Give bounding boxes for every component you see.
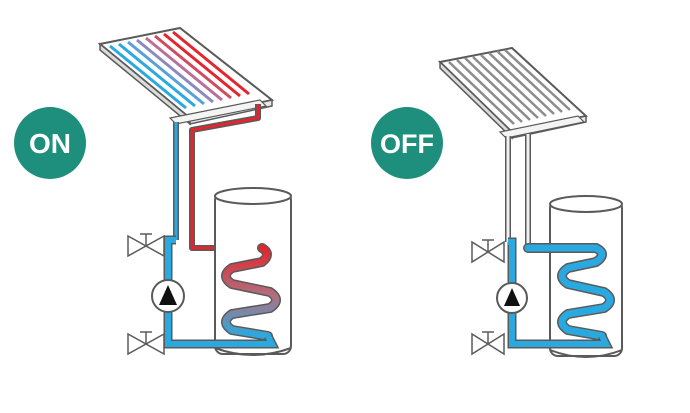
pump-icon: [496, 282, 528, 314]
circulation-loop: [163, 235, 280, 349]
valve-icon: [471, 239, 505, 264]
on-panel: ON: [14, 26, 292, 356]
valve-icon: [127, 331, 165, 356]
circulation-loop: [507, 237, 614, 349]
heat-exchanger-coil-icon: [221, 243, 281, 341]
off-panel: OFF: [371, 46, 623, 358]
valve-icon: [471, 331, 505, 356]
solar-collector-icon: [97, 26, 275, 126]
on-badge: ON: [14, 107, 86, 179]
solar-collector-icon: [437, 46, 589, 140]
valve-icon: [127, 233, 165, 258]
off-badge-label: OFF: [380, 129, 434, 159]
collector-pipes: [505, 134, 531, 248]
pump-icon: [151, 279, 185, 313]
heat-exchanger-coil-icon: [523, 243, 615, 341]
off-badge: OFF: [371, 107, 443, 179]
on-badge-label: ON: [29, 128, 71, 159]
